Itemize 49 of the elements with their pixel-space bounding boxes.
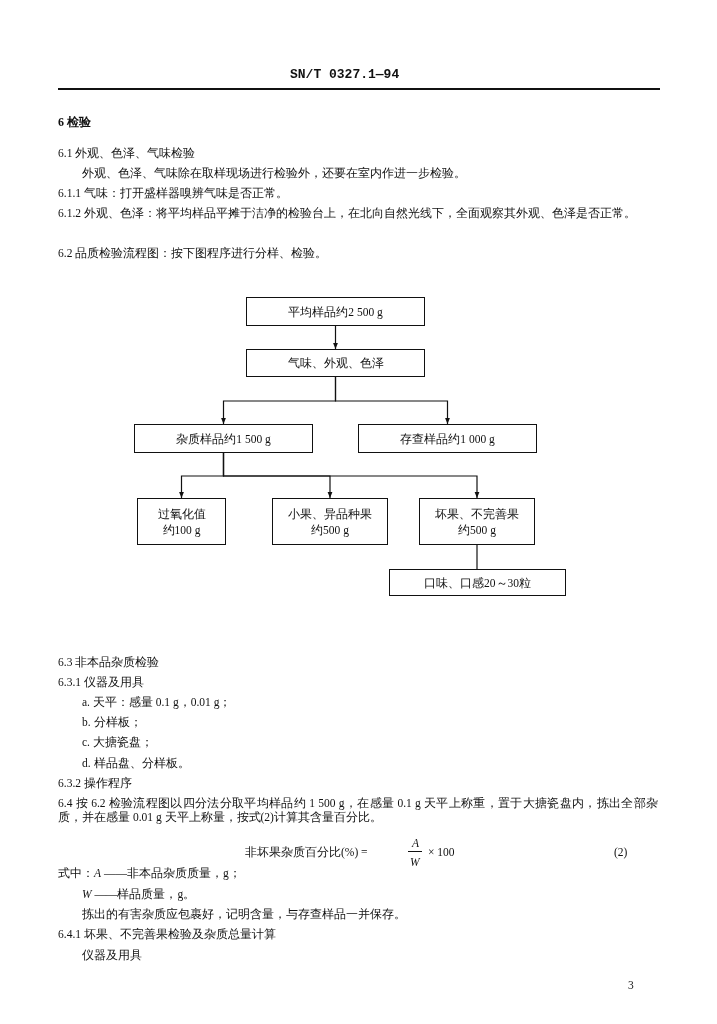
list-item: b. 分样板； [82, 715, 142, 729]
box-text: 口味、口感20～30粒 [424, 575, 531, 591]
box-text: 约500 g [458, 522, 496, 538]
paragraph: 外观、色泽、气味除在取样现场进行检验外，还要在室内作进一步检验。 [82, 166, 466, 180]
box-text: 小果、异品种果 [288, 506, 372, 522]
page-header: SN/T 0327.1—94 [290, 68, 400, 82]
process-box [419, 498, 535, 545]
clause-heading: 6.3 非本品杂质检验 [58, 655, 160, 669]
process-box [272, 498, 388, 545]
arrow [222, 452, 480, 499]
connector-line [476, 544, 478, 570]
box-text: 过氧化值 [157, 506, 206, 522]
process-box [134, 424, 313, 453]
process-box [246, 297, 425, 326]
equation-number: (2) [614, 845, 628, 859]
section-heading: 6 检验 [58, 115, 91, 129]
page-number: 3 [628, 978, 634, 992]
formula-text: × 100 [428, 845, 455, 859]
list-item: a. 天平：感量 0.1 g，0.01 g； [82, 695, 232, 709]
arrow [334, 376, 450, 425]
box-text: 杂质样品约1 500 g [176, 431, 271, 447]
box-text: 坏果、不完善果 [435, 506, 519, 522]
formula-variable: A [412, 836, 420, 850]
list-item: d. 样品盘、分样板。 [82, 756, 190, 770]
clause-heading: 6.1 外观、色泽、气味检验 [58, 146, 196, 160]
box-text: 气味、外观、色泽 [287, 356, 384, 371]
clause-text: 6.2 品质检验流程图：按下图程序进行分样、检验。 [58, 246, 328, 260]
arrow [333, 325, 338, 350]
clause-heading: 6.3.2 操作程序 [58, 776, 132, 790]
legend-text: 式中：A ——非本品杂质质量，g； [58, 866, 241, 880]
process-box [389, 569, 566, 596]
process-box [358, 424, 537, 453]
box-text: 约500 g [311, 522, 349, 538]
box-text: 约100 g [162, 522, 201, 538]
clause-text: 6.1.1 气味：打开盛样器嗅辨气味是否正常。 [58, 186, 288, 200]
clause-heading: 仪器及用具 [82, 948, 142, 962]
clause-text: 6.1.2 外观、色泽：将平均样品平摊于洁净的检验台上，在北向自然光线下，全面观察其外观、色泽是否正常。 [58, 206, 637, 220]
formula-text: 非坏果杂质百分比(%) = [245, 845, 368, 859]
process-box [137, 498, 226, 545]
formula-variable: W [410, 855, 420, 869]
legend-text: W ——样品质量，g。 [82, 887, 196, 901]
list-item: c. 大搪瓷盘； [82, 735, 153, 749]
box-text: 存查样品约1 000 g [400, 431, 495, 447]
clause-heading: 6.3.1 仪器及用具 [58, 675, 144, 689]
box-text: 平均样品约2 500 g [288, 304, 383, 320]
process-box [246, 349, 425, 377]
clause-text: 6.4 按 6.2 检验流程图以四分法分取平均样品约 1 500 g，在感量 0.1 g 天平上称重，置于大搪瓷盘内，拣出全部杂质，并在感量 0.01 g 天平上称量，按式(2)计算其含量百分比。 [58, 796, 658, 824]
clause-heading: 6.4.1 坏果、不完善果检验及杂质总量计算 [58, 927, 276, 941]
paragraph: 拣出的有害杂质应包裹好，记明含量，与存查样品一并保存。 [82, 907, 406, 921]
